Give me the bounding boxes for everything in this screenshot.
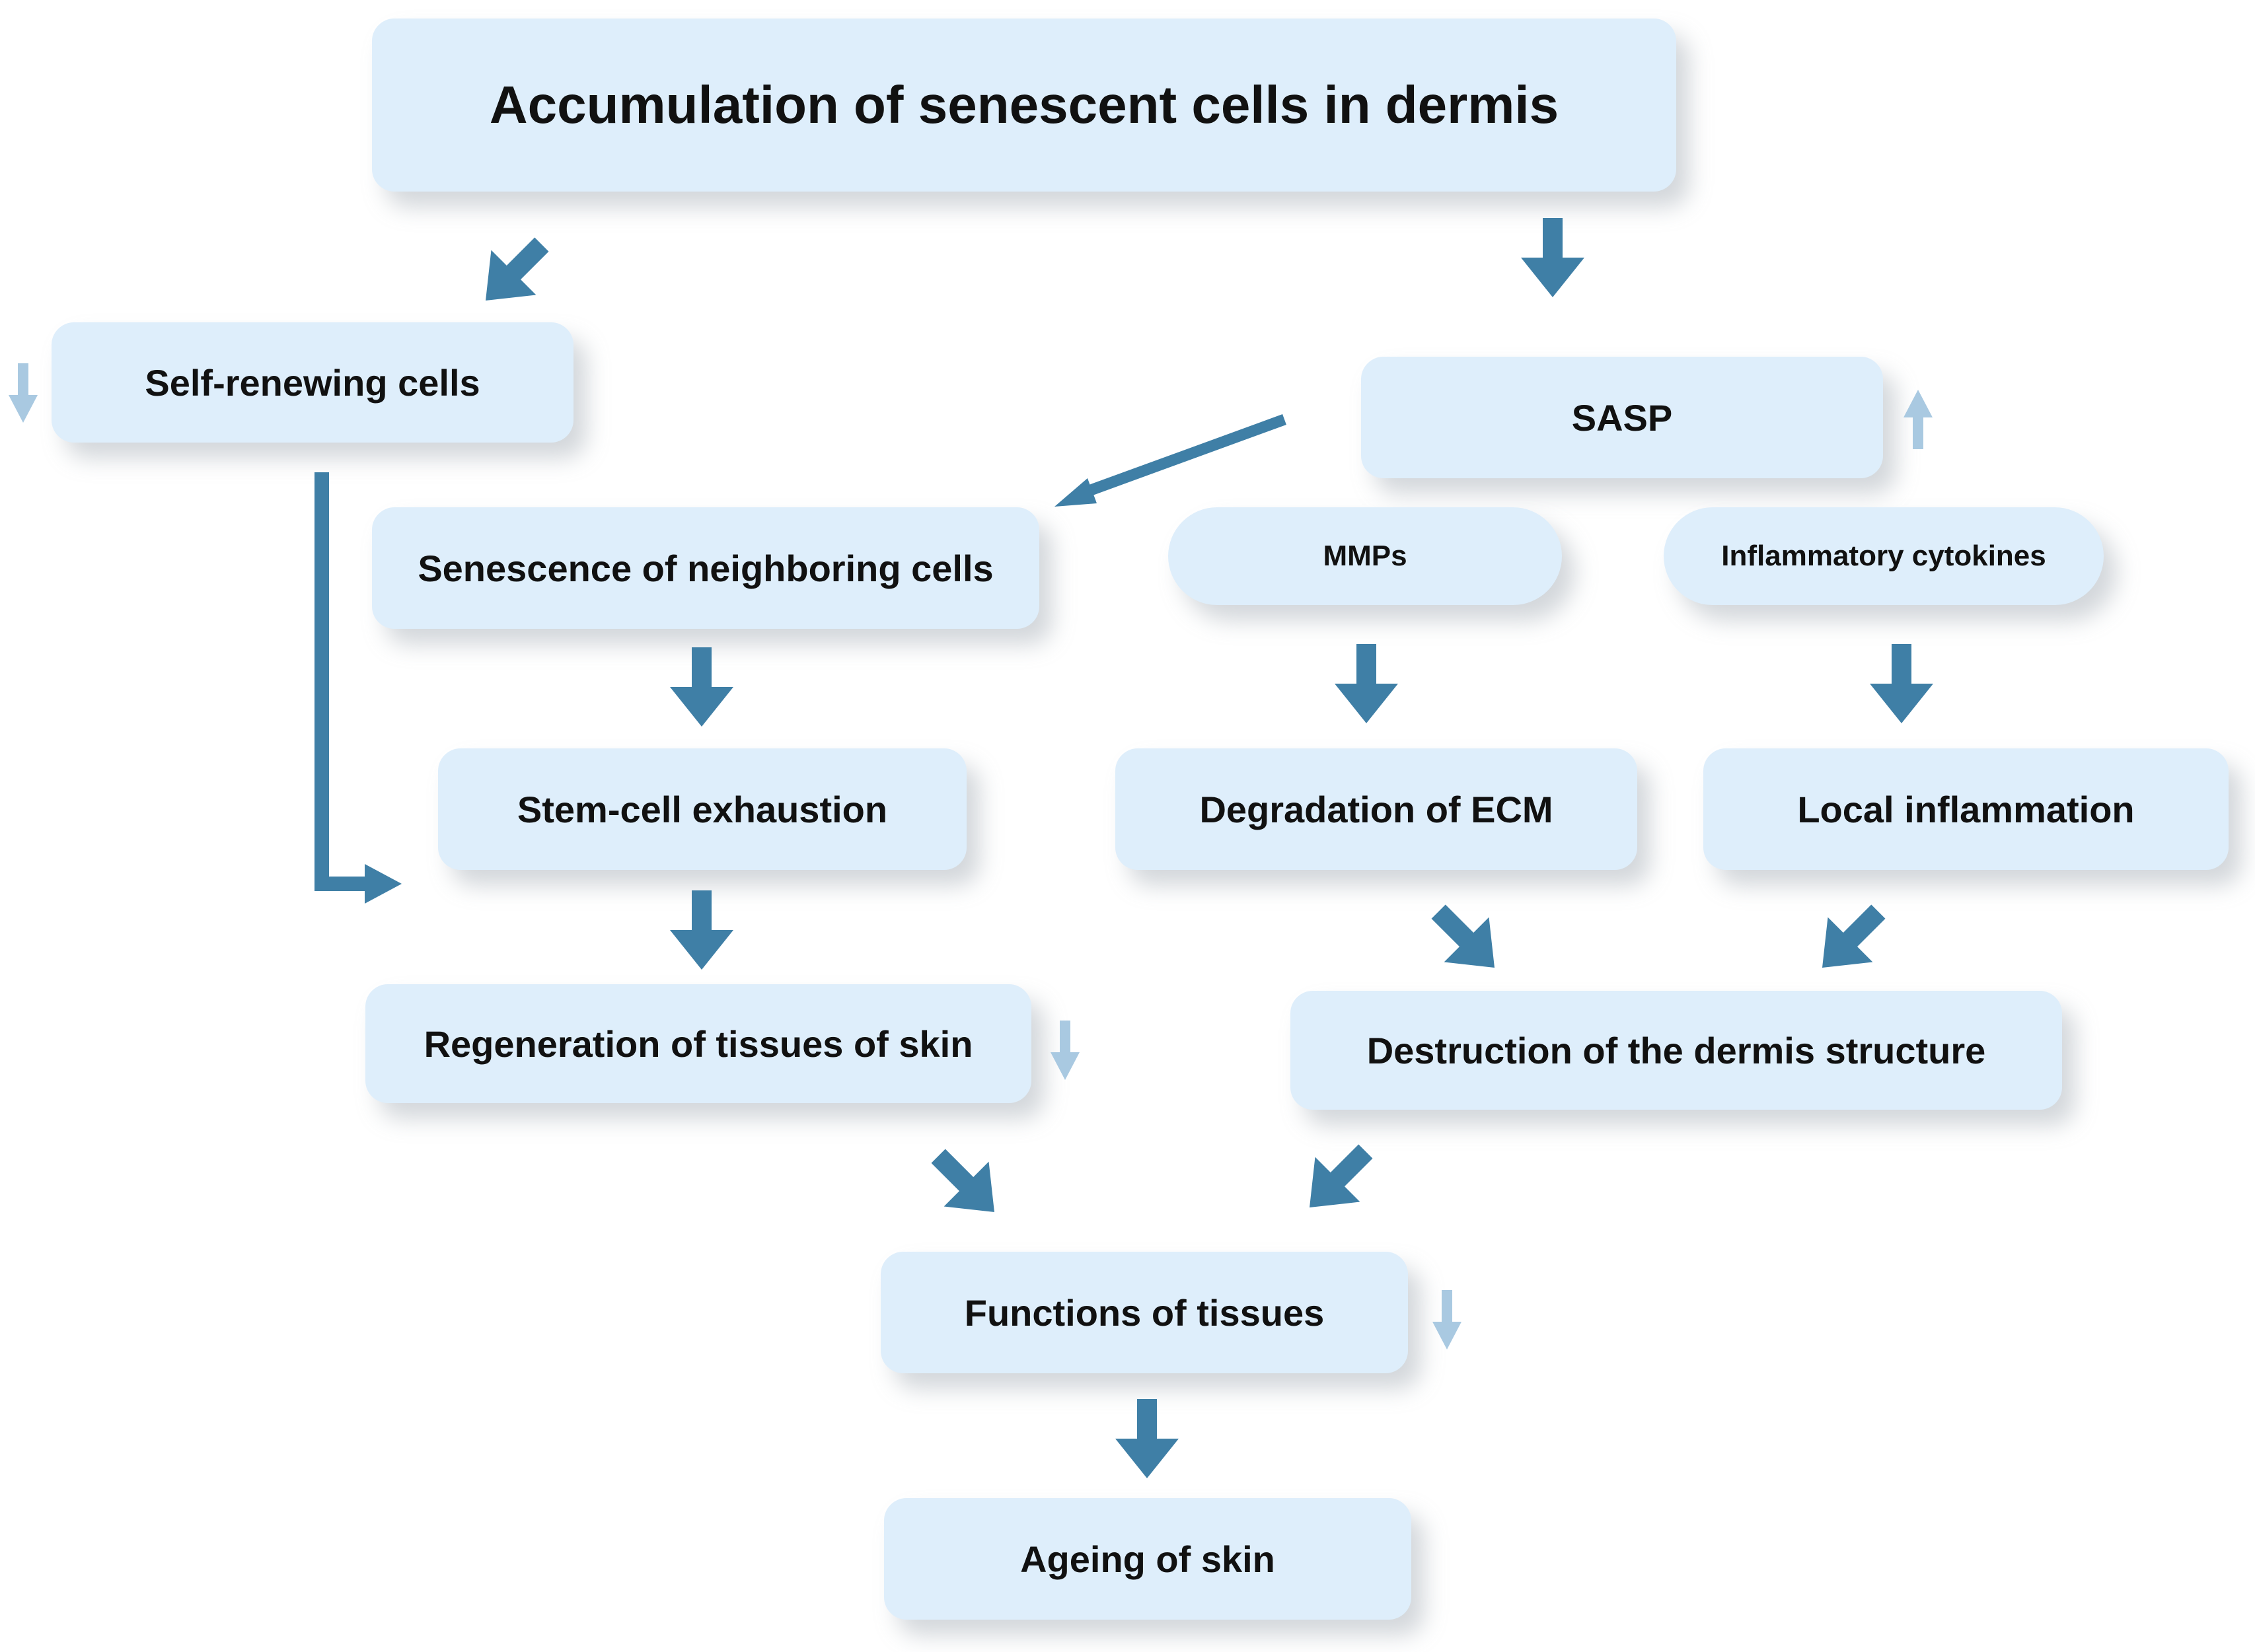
- decrease-indicator-icon: [9, 363, 38, 423]
- arrow-mmps-to-degradation: [1335, 644, 1398, 723]
- arrow-functions-to-ageing: [1115, 1399, 1179, 1478]
- node-label: Degradation of ECM: [1199, 788, 1553, 830]
- arrow-cytokines-to-inflammation: [1870, 644, 1933, 723]
- node-label: Regeneration of tissues of skin: [424, 1023, 973, 1065]
- node-inflammatory-cytokines: Inflammatory cytokines: [1664, 507, 2104, 605]
- arrow-degradation-to-destruction: [1416, 889, 1517, 990]
- node-functions-of-tissues: Functions of tissues: [881, 1252, 1408, 1373]
- node-stem-cell-exhaustion: Stem-cell exhaustion: [438, 748, 967, 870]
- arrow-regeneration-to-functions: [916, 1133, 1017, 1235]
- decrease-indicator-icon: [1051, 1021, 1080, 1080]
- node-local-inflammation: Local inflammation: [1703, 748, 2229, 870]
- node-ageing-of-skin: Ageing of skin: [884, 1498, 1411, 1620]
- node-label: SASP: [1571, 396, 1673, 439]
- arrow-inflammation-to-destruction: [1800, 889, 1901, 990]
- decrease-indicator-icon: [1432, 1290, 1461, 1349]
- node-mmps: MMPs: [1168, 507, 1562, 605]
- node-destruction-of-dermis-structure: Destruction of the dermis structure: [1290, 991, 2062, 1110]
- node-regeneration-of-tissues-of-skin: Regeneration of tissues of skin: [365, 984, 1031, 1103]
- increase-indicator-icon: [1904, 390, 1933, 449]
- node-label: Senescence of neighboring cells: [418, 547, 994, 589]
- node-label: Accumulation of senescent cells in dermi…: [489, 75, 1559, 134]
- arrow-senescence-to-stem-cell: [670, 647, 733, 727]
- node-accumulation-of-senescent-cells: Accumulation of senescent cells in dermi…: [372, 18, 1676, 192]
- arrow-destruction-to-functions: [1287, 1129, 1388, 1230]
- arrow-accumulation-to-sasp: [1521, 218, 1584, 297]
- node-label: Self-renewing cells: [145, 361, 480, 404]
- node-label: MMPs: [1323, 540, 1407, 572]
- node-label: Inflammatory cytokines: [1721, 540, 2046, 572]
- node-label: Local inflammation: [1797, 788, 2135, 830]
- node-senescence-of-neighboring-cells: Senescence of neighboring cells: [372, 507, 1039, 629]
- arrow-self-renewing-to-stem-cell: [314, 472, 402, 904]
- node-label: Destruction of the dermis structure: [1366, 1029, 1986, 1071]
- arrow-stem-cell-to-regeneration: [670, 890, 733, 970]
- arrow-accumulation-to-self-renewing: [463, 222, 564, 323]
- node-self-renewing-cells: Self-renewing cells: [52, 322, 573, 443]
- node-label: Ageing of skin: [1020, 1538, 1275, 1580]
- node-label: Stem-cell exhaustion: [517, 788, 888, 830]
- node-degradation-of-ecm: Degradation of ECM: [1115, 748, 1637, 870]
- node-sasp: SASP: [1361, 357, 1883, 478]
- arrow-sasp-to-senescence: [1054, 414, 1286, 507]
- node-label: Functions of tissues: [964, 1291, 1325, 1334]
